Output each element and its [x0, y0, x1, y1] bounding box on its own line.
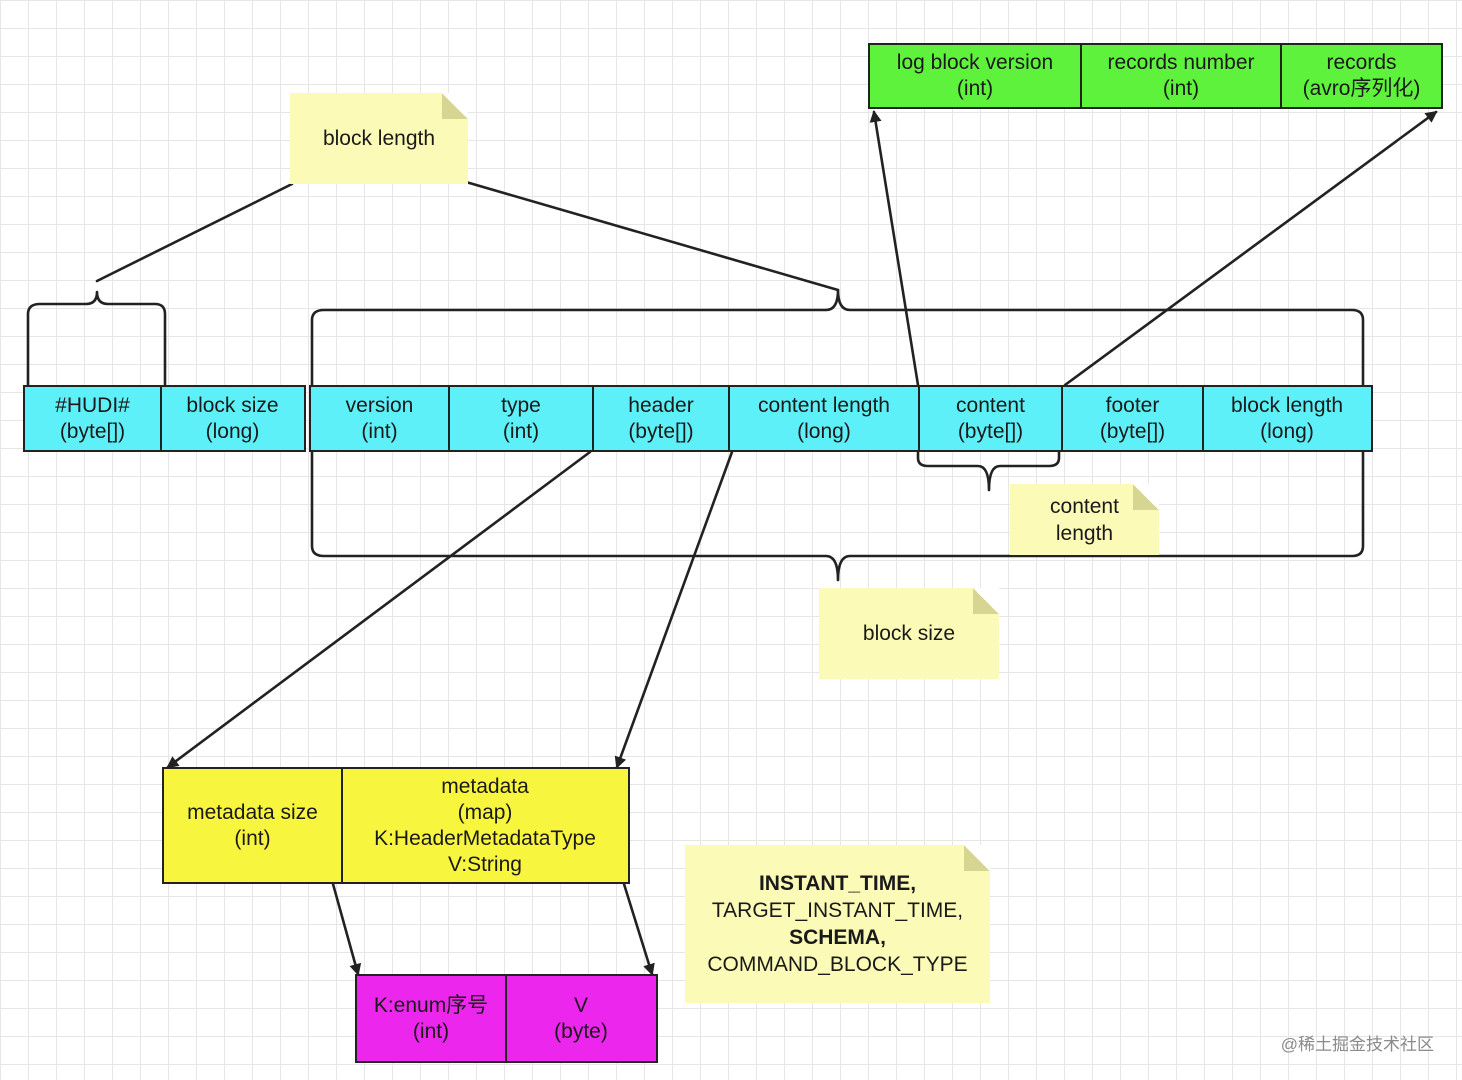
- content-structure-row: log block version (int) records number (…: [868, 43, 1443, 109]
- label-primary: block size: [186, 393, 279, 417]
- label-type: (int): [956, 77, 994, 100]
- label-primary: K:enum序号: [373, 993, 489, 1017]
- label-type: (byte[]): [628, 419, 694, 443]
- field-version: version (int): [308, 385, 451, 452]
- label-type: (int): [412, 1019, 450, 1043]
- note-text-instant-time: INSTANT_TIME,: [758, 872, 917, 895]
- brace-block-size: [310, 450, 1365, 582]
- label-key: K:HeaderMetadataType: [374, 826, 596, 850]
- label-primary: log block version: [896, 51, 1054, 74]
- label-type: (byte[]): [59, 419, 126, 443]
- label-primary: content: [956, 393, 1025, 417]
- arrow-metadata-to-value: [622, 882, 655, 976]
- field-metadata: metadata (map) K:HeaderMetadataType V:St…: [340, 767, 630, 884]
- field-value-byte: V (byte): [504, 974, 658, 1063]
- label-type: (byte): [554, 1019, 608, 1043]
- brace-hudi: [26, 290, 167, 387]
- note-block-length: block length: [290, 93, 468, 184]
- field-header: header (byte[]): [591, 385, 731, 452]
- arrow-content-to-version: [869, 110, 920, 387]
- field-records: records (avro序列化): [1280, 43, 1443, 109]
- label-primary: records: [1326, 51, 1397, 74]
- arrow-metadata-to-key: [331, 882, 362, 976]
- note-text-line1: content: [1050, 494, 1119, 518]
- field-block-size: block size (long): [159, 385, 306, 452]
- field-log-block-version: log block version (int): [868, 43, 1082, 109]
- note-text: block size: [862, 622, 956, 645]
- label-primary: footer: [1105, 393, 1160, 417]
- brace-block-length: [310, 288, 1365, 387]
- label-primary: metadata: [441, 774, 529, 798]
- label-type: (long): [1260, 419, 1314, 443]
- label-type: (int): [1162, 77, 1200, 100]
- field-footer: footer (byte[]): [1061, 385, 1204, 452]
- note-text-line2: length: [1055, 521, 1114, 545]
- label-primary: header: [628, 393, 694, 417]
- label-primary: #HUDI#: [55, 393, 130, 417]
- label-type: (byte[]): [957, 419, 1024, 443]
- note-metadata-types: INSTANT_TIME, TARGET_INSTANT_TIME, SCHEM…: [685, 845, 990, 1003]
- field-content-length: content length (long): [728, 385, 920, 452]
- field-key-enum: K:enum序号 (int): [355, 974, 507, 1063]
- label-primary: version: [345, 393, 414, 417]
- field-block-length: block length (long): [1201, 385, 1373, 452]
- field-content: content (byte[]): [917, 385, 1064, 452]
- label-type: (int): [234, 826, 271, 850]
- arrow-header-to-metadata-size: [166, 450, 592, 769]
- arrow-content-to-records: [1063, 110, 1438, 387]
- note-content-length: content length: [1010, 484, 1159, 555]
- line-note-to-hudi-brace: [95, 182, 294, 283]
- label-type: (int): [361, 419, 398, 443]
- label-type: (byte[]): [1099, 419, 1166, 443]
- watermark: @稀土掘金技术社区: [1280, 1035, 1434, 1054]
- label-primary: type: [501, 393, 541, 417]
- label-primary: content length: [758, 393, 890, 417]
- field-type: type (int): [448, 385, 594, 452]
- metadata-entry-row: K:enum序号 (int) V (byte): [355, 974, 658, 1063]
- field-records-number: records number (int): [1079, 43, 1283, 109]
- note-text-schema: SCHEMA,: [789, 926, 886, 949]
- label-type: (avro序列化): [1302, 77, 1421, 100]
- label-primary: V: [573, 993, 588, 1017]
- note-block-size: block size: [819, 588, 999, 679]
- field-magic-hudi: #HUDI# (byte[]): [23, 385, 162, 452]
- log-block-row: #HUDI# (byte[]) block size (long) versio…: [23, 385, 1373, 452]
- label-type: (map): [457, 800, 513, 824]
- note-text-command-block-type: COMMAND_BLOCK_TYPE: [707, 953, 968, 976]
- label-value: V:String: [448, 852, 522, 876]
- label-type: (int): [502, 419, 540, 443]
- note-text: block length: [322, 127, 436, 150]
- brace-content-length: [916, 450, 1061, 492]
- label-type: (long): [797, 419, 851, 443]
- header-structure-row: metadata size (int) metadata (map) K:Hea…: [162, 767, 630, 884]
- note-text-target-instant-time: TARGET_INSTANT_TIME,: [711, 899, 964, 922]
- label-primary: block length: [1230, 393, 1344, 417]
- label-primary: records number: [1107, 51, 1255, 74]
- field-metadata-size: metadata size (int): [162, 767, 343, 884]
- label-primary: metadata size: [187, 800, 318, 824]
- arrow-content-length-to-metadata: [614, 450, 734, 769]
- label-type: (long): [205, 419, 260, 443]
- line-note-to-main-brace: [464, 180, 840, 292]
